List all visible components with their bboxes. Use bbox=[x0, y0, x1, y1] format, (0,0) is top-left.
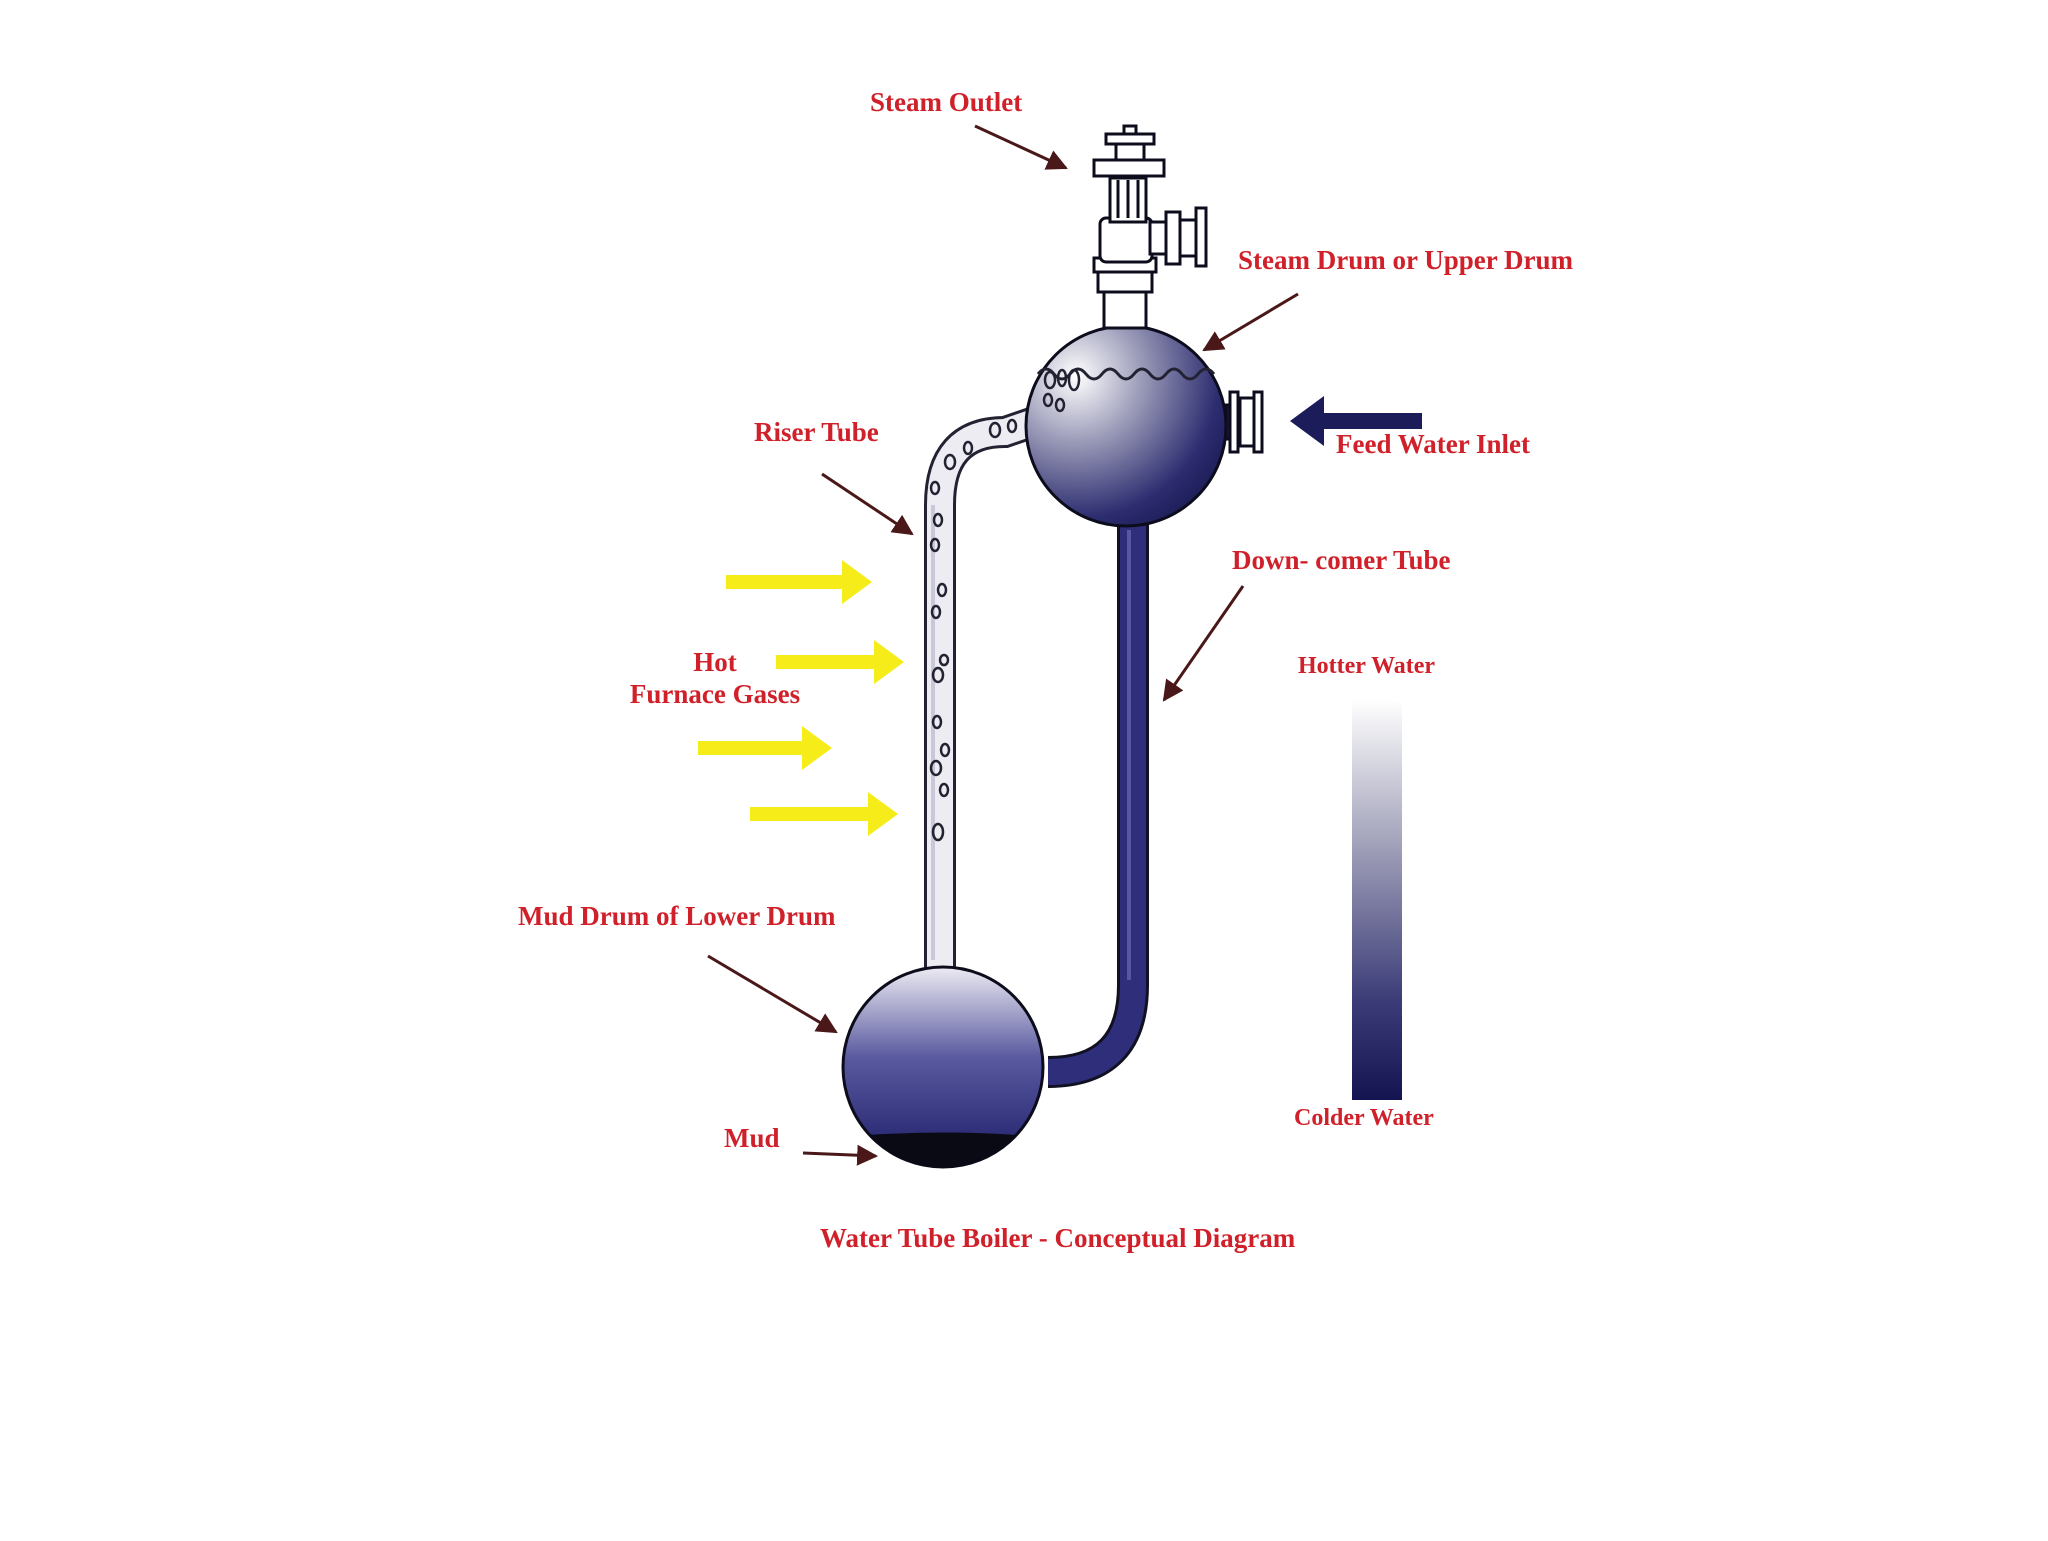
down-comer-water bbox=[1047, 520, 1146, 1085]
label-pointers bbox=[707, 124, 1299, 1166]
pointer-down-comer bbox=[1162, 585, 1245, 702]
mud-layer bbox=[869, 1132, 1017, 1168]
label-mud: Mud bbox=[724, 1123, 780, 1153]
hot-gas-arrows bbox=[698, 560, 904, 836]
steam-drum bbox=[1024, 324, 1228, 528]
label-feed-water-inlet: Feed Water Inlet bbox=[1336, 429, 1530, 459]
pointer-steam-drum bbox=[1202, 292, 1299, 352]
label-steam-drum: Steam Drum or Upper Drum bbox=[1238, 245, 1573, 275]
pointer-steam-outlet bbox=[974, 124, 1068, 170]
label-hotter-water: Hotter Water bbox=[1298, 653, 1436, 679]
feed-water-arrow bbox=[1290, 396, 1422, 446]
label-riser-tube: Riser Tube bbox=[754, 417, 879, 447]
label-hot-line1: Hot bbox=[693, 647, 737, 677]
label-down-comer-tube: Down- comer Tube bbox=[1232, 545, 1451, 575]
label-hot-furnace-gases: Hot Furnace Gases bbox=[612, 646, 818, 711]
hot-gas-arrow-2 bbox=[776, 640, 904, 684]
label-mud-drum: Mud Drum of Lower Drum bbox=[518, 901, 836, 931]
label-steam-outlet: Steam Outlet bbox=[870, 87, 1023, 117]
label-hot-line2: Furnace Gases bbox=[629, 679, 801, 710]
hot-gas-arrow-1 bbox=[726, 560, 872, 604]
mud-drum bbox=[841, 965, 1045, 1169]
hot-gas-arrow-3 bbox=[698, 726, 832, 770]
feed-inlet-flange bbox=[1224, 390, 1264, 454]
pointer-mud-drum bbox=[707, 954, 838, 1034]
diagram-caption: Water Tube Boiler - Conceptual Diagram bbox=[820, 1223, 1296, 1253]
temperature-gradient-bar bbox=[1352, 700, 1402, 1100]
label-colder-water: Colder Water bbox=[1294, 1105, 1434, 1131]
hot-gas-arrow-4 bbox=[750, 792, 898, 836]
pointer-mud bbox=[802, 1144, 879, 1166]
pointer-riser-tube bbox=[821, 472, 914, 536]
steam-outlet-valve bbox=[1092, 124, 1208, 330]
riser-tube bbox=[924, 404, 1046, 975]
